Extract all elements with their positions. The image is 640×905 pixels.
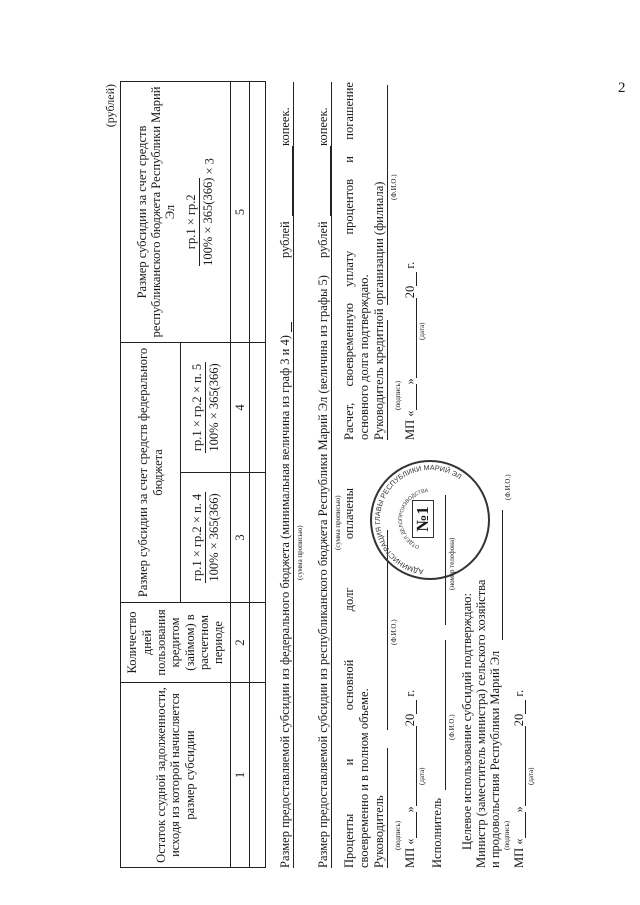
right-confirm-text: Расчет, своевременную уплату процентов и…: [342, 82, 356, 440]
formula-col5-numerator: гр.1 × гр.2: [183, 177, 201, 266]
formula-col4-cell: гр.1 × гр.2 × п. 5 100% × 365(366): [180, 342, 231, 473]
bottom-year-prefix: 20: [512, 713, 526, 727]
page-number: 2: [618, 80, 626, 96]
bottom-date-hint: (дата): [527, 767, 535, 785]
stamp-number: №1: [412, 500, 434, 538]
republic-subsidy-line: Размер предоставляемой субсидии из респу…: [316, 82, 331, 868]
left-year-prefix: 20: [403, 713, 417, 727]
col-number-5: 5: [230, 81, 250, 343]
left-mp: МП « » 20 г.: [403, 689, 418, 868]
right-mp-label: МП «: [403, 410, 417, 440]
units-label: (рублей): [103, 84, 117, 128]
header-republic-budget-text: Размер субсидии за счет средств республи…: [134, 86, 178, 338]
header-federal-budget: Размер субсидии за счет средств федераль…: [120, 342, 181, 603]
right-year-prefix: 20: [403, 285, 417, 299]
formula-col4: гр.1 × гр.2 × п. 5 100% × 365(366): [189, 361, 222, 454]
republic-kop-label: копеек.: [316, 107, 330, 146]
federal-rub-label: рублей: [278, 221, 292, 258]
formula-col4-denominator: 100% × 365(366): [207, 363, 221, 452]
bottom-sign-hint: (подпись): [503, 820, 511, 850]
left-paid-text: Проценты и основной долг оплачены: [342, 488, 356, 868]
republic-rub-label: рублей: [316, 221, 330, 258]
left-paid-text-2: своевременно и в полном объеме.: [357, 688, 371, 868]
bottom-confirm-text: Целевое использование субсидий подтвержд…: [460, 593, 474, 850]
col-number-3: 3: [230, 472, 250, 603]
data-cell-1: [249, 682, 266, 868]
bottom-mp: МП « » 20 г.: [512, 689, 527, 868]
right-mp-quote: »: [403, 378, 417, 385]
republic-sum-words-hint: (сумма прописью): [334, 495, 342, 550]
left-date-hint: (дата): [418, 767, 426, 785]
bottom-year-suffix: г.: [512, 689, 526, 697]
formula-col5-multiplier: × 3: [202, 158, 217, 175]
left-fio-hint: (Ф.И.О.): [390, 619, 398, 645]
left-mp-quote: »: [403, 806, 417, 813]
right-date-hint: (дата): [418, 322, 426, 340]
right-confirm-text-2: основного долга подтверждаю.: [357, 274, 371, 440]
right-head-label: Руководитель кредитной организации (фили…: [372, 181, 386, 440]
formula-col5: гр.1 × гр.2 100% × 365(366): [183, 177, 216, 266]
federal-subsidy-text: Размер предоставляемой субсидии из федер…: [278, 335, 292, 868]
data-cell-3: [249, 472, 266, 603]
right-fio-hint: (Ф.И.О.): [390, 174, 398, 200]
federal-kop-label: копеек.: [278, 107, 292, 146]
col-number-4: 4: [230, 342, 250, 473]
bottom-mp-label: МП «: [512, 838, 526, 868]
left-executor-fio-hint: (Ф.И.О.): [448, 714, 456, 740]
right-year-suffix: г.: [403, 261, 417, 269]
right-mp: МП « » 20 г.: [403, 261, 418, 440]
stamp-ring: АДМИНИСТРАЦИЯ ГЛАВЫ РЕСПУБЛИКИ МАРИЙ ЭЛ …: [373, 463, 464, 577]
formula-col3-denominator: 100% × 365(366): [207, 493, 221, 582]
formula-col5-denominator: 100% × 365(366): [201, 177, 216, 266]
bottom-fio-hint: (Ф.И.О.): [504, 474, 512, 500]
col-number-2: 2: [230, 602, 250, 683]
federal-sum-words-hint: (сумма прописью): [296, 525, 304, 580]
data-cell-5: [249, 81, 266, 343]
formula-col3-cell: гр.1 × гр.2 × п. 4 100% × 365(366): [180, 472, 231, 603]
left-year-suffix: г.: [403, 689, 417, 697]
subsidy-table: Остаток ссудной задолженности, исходя из…: [120, 81, 266, 868]
left-mp-label: МП «: [403, 838, 417, 868]
subsidy-calculation-form: (рублей) Остаток ссудной задолженности, …: [103, 80, 535, 880]
bottom-minister-text: Министр (заместитель министра) сельского…: [474, 579, 488, 868]
data-cell-4: [249, 342, 266, 473]
header-days-count: Количество дней пользования кредитом (за…: [120, 602, 231, 683]
bottom-mp-quote: »: [512, 806, 526, 813]
left-executor-label: Исполнитель: [430, 798, 444, 868]
formula-col4-numerator: гр.1 × гр.2 × п. 5: [189, 361, 206, 454]
right-sign-hint: (подпись): [394, 380, 402, 410]
official-stamp: АДМИНИСТРАЦИЯ ГЛАВЫ РЕСПУБЛИКИ МАРИЙ ЭЛ …: [370, 460, 490, 580]
republic-subsidy-text: Размер предоставляемой субсидии из респу…: [316, 275, 330, 868]
header-loan-balance: Остаток ссудной задолженности, исходя из…: [120, 682, 231, 868]
rotated-form: (рублей) Остаток ссудной задолженности, …: [103, 80, 535, 880]
federal-subsidy-line: Размер предоставляемой субсидии из федер…: [278, 82, 293, 868]
bottom-ministry-text: и продовольствия Республики Марий Эл: [488, 650, 502, 868]
col-number-1: 1: [230, 682, 250, 868]
data-cell-2: [249, 602, 266, 683]
formula-col3-numerator: гр.1 × гр.2 × п. 4: [189, 491, 206, 584]
formula-col3: гр.1 × гр.2 × п. 4 100% × 365(366): [189, 491, 222, 584]
left-head-label: Руководитель: [372, 795, 386, 868]
header-republic-budget: Размер субсидии за счет средств республи…: [120, 81, 231, 343]
left-sign-hint: (подпись): [394, 820, 402, 850]
